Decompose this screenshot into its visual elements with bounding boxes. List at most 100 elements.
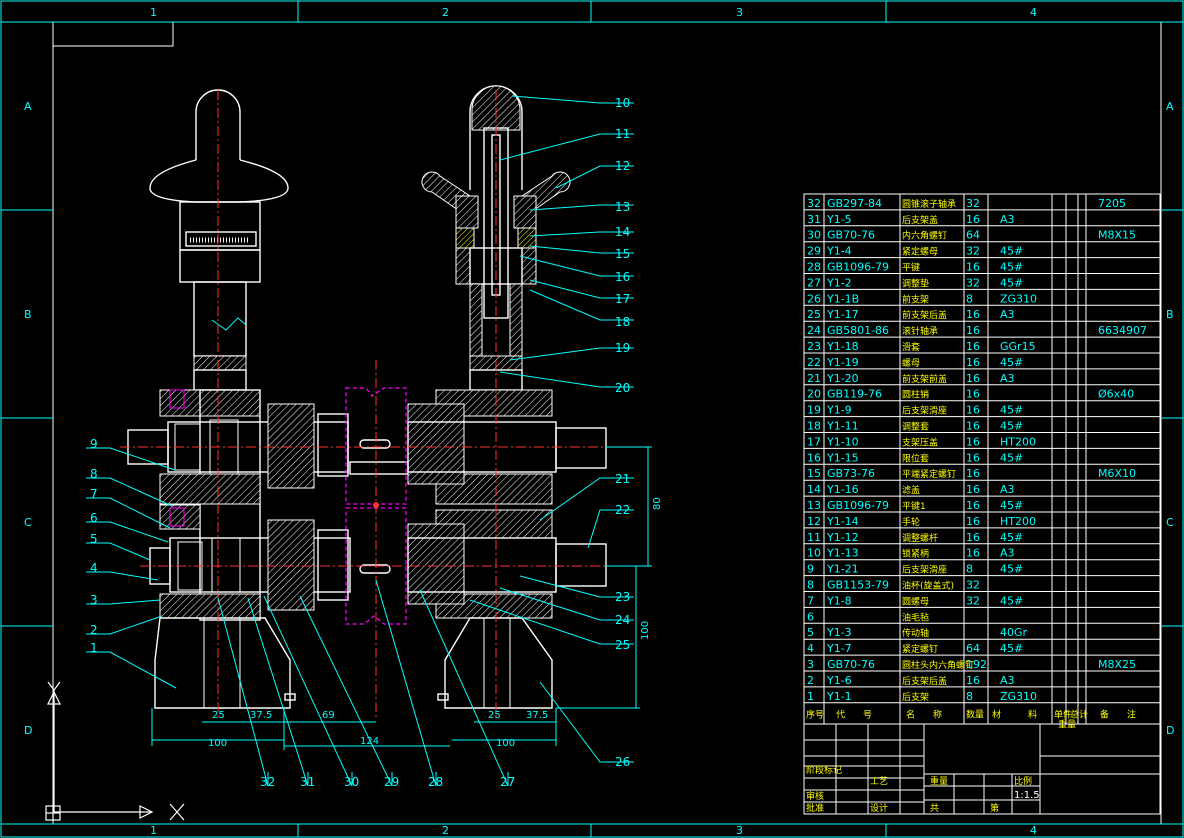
callout-5: 5 bbox=[90, 532, 98, 546]
bom-cell-no: 3 bbox=[807, 658, 814, 671]
callout-2: 2 bbox=[90, 623, 98, 637]
bom-cell-no: 28 bbox=[807, 261, 821, 274]
callouts-bottom: 32 31 30 29 28 27 bbox=[260, 775, 515, 789]
bom-cell-no: 14 bbox=[807, 483, 821, 496]
bom-cell-name: 圆锥滚子轴承 bbox=[902, 198, 956, 210]
tb-sheet-total: 共 bbox=[930, 803, 939, 814]
bom-cell-no: 12 bbox=[807, 515, 821, 528]
zone-col-1-bottom: 1 bbox=[150, 824, 157, 837]
bom-cell-qty: 16 bbox=[966, 324, 980, 337]
bom-cell-name: 滤盖 bbox=[902, 484, 920, 496]
bom-header-qty: 数量 bbox=[966, 709, 984, 721]
bom-cell-no: 7 bbox=[807, 594, 814, 607]
bom-cell-name: 内六角螺钉 bbox=[902, 230, 947, 242]
coupling bbox=[345, 387, 407, 625]
bom-cell-name: 平键 bbox=[902, 262, 920, 274]
bom-cell-code: Y1-16 bbox=[826, 483, 859, 496]
bom-cell-name: 前支架前盖 bbox=[902, 373, 947, 385]
bom-cell-qty: 8 bbox=[966, 563, 973, 576]
bom-cell-no: 29 bbox=[807, 245, 821, 258]
bom-cell-name: 圆螺母 bbox=[902, 596, 929, 607]
bom-cell-qty: 16 bbox=[966, 261, 980, 274]
bom-cell-no: 24 bbox=[807, 324, 821, 337]
callout-29: 29 bbox=[384, 775, 399, 789]
bom-cell-code: Y1-13 bbox=[826, 547, 859, 560]
bom-cell-no: 18 bbox=[807, 420, 821, 433]
bom-cell-no: 20 bbox=[807, 388, 821, 401]
bom-cell-qty: 32 bbox=[966, 197, 980, 210]
bom-cell-note: M8X15 bbox=[1098, 229, 1136, 242]
bom-cell-no: 9 bbox=[807, 563, 814, 576]
bom-header-name: 名 称 bbox=[906, 709, 942, 721]
bom-cell-qty: 192 bbox=[966, 658, 987, 671]
bom-cell-qty: 16 bbox=[966, 356, 980, 369]
bom-cell-no: 21 bbox=[807, 372, 821, 385]
bom-table-grid bbox=[803, 193, 1161, 725]
callout-1: 1 bbox=[90, 641, 98, 655]
bom-cell-code: Y1-1 bbox=[826, 690, 852, 703]
callout-31: 31 bbox=[300, 775, 315, 789]
bom-cell-mat: 45# bbox=[1000, 420, 1023, 433]
bom-cell-code: Y1-18 bbox=[826, 340, 859, 353]
bom-cell-qty: 16 bbox=[966, 674, 980, 687]
title-block-text: 阶段标记 审核 批准 工艺 重量 比例 1:1.5 共 第 设计 bbox=[806, 764, 1040, 814]
callouts-right: 10 11 12 13 14 15 16 17 18 19 20 21 22 2… bbox=[615, 96, 630, 769]
bom-cell-no: 1 bbox=[807, 690, 814, 703]
dim-vert-100: 100 bbox=[640, 621, 651, 640]
dim-right-100: 100 bbox=[496, 738, 515, 749]
bom-cell-code: Y1-14 bbox=[826, 515, 859, 528]
bom-cell-note: 7205 bbox=[1098, 197, 1126, 210]
bom-cell-code: Y1-8 bbox=[826, 594, 852, 607]
bom-cell-qty: 16 bbox=[966, 499, 980, 512]
bom-cell-name: 滚针轴承 bbox=[902, 325, 938, 337]
bom-cell-no: 19 bbox=[807, 404, 821, 417]
callout-4: 4 bbox=[90, 561, 98, 575]
dim-left-100: 100 bbox=[208, 738, 227, 749]
bom-cell-name: 圆柱头内六角螺钉 bbox=[902, 659, 974, 671]
right-assembly bbox=[349, 85, 607, 709]
bom-cell-qty: 16 bbox=[966, 388, 980, 401]
dim-left-25: 25 bbox=[212, 710, 225, 721]
bom-cell-code: GB1153-79 bbox=[827, 579, 889, 592]
tb-scale: 1:1.5 bbox=[1014, 790, 1040, 801]
bom-cell-code: Y1-21 bbox=[826, 563, 859, 576]
bom-cell-code: Y1-1B bbox=[826, 292, 859, 305]
bom-cell-no: 15 bbox=[807, 467, 821, 480]
bom-cell-mat: 45# bbox=[1000, 594, 1023, 607]
bom-cell-qty: 16 bbox=[966, 467, 980, 480]
bom-cell-name: 平键1 bbox=[902, 500, 926, 512]
bom-cell-qty: 32 bbox=[966, 594, 980, 607]
bom-cell-name: 后支架 bbox=[902, 691, 929, 703]
bom-cell-note: Ø6x40 bbox=[1098, 388, 1134, 401]
bom-cell-qty: 16 bbox=[966, 531, 980, 544]
bom-cell-mat: GGr15 bbox=[1000, 340, 1036, 353]
bom-cell-mat: 45# bbox=[1000, 276, 1023, 289]
bom-cell-name: 支架压盖 bbox=[902, 436, 938, 448]
bom-cell-qty: 64 bbox=[966, 642, 980, 655]
bom-cell-note: 6634907 bbox=[1098, 324, 1147, 337]
bom-cell-name: 后支架后盖 bbox=[902, 675, 947, 687]
bom-cell-no: 16 bbox=[807, 451, 821, 464]
bom-cell-qty: 32 bbox=[966, 276, 980, 289]
bom-cell-qty: 8 bbox=[966, 690, 973, 703]
bom-cell-qty: 16 bbox=[966, 420, 980, 433]
bom-cell-no: 6 bbox=[807, 610, 814, 623]
bom-cell-mat: 45# bbox=[1000, 499, 1023, 512]
bom-cell-name: 平端紧定螺钉 bbox=[902, 468, 956, 480]
bom-cell-code: GB70-76 bbox=[827, 658, 875, 671]
bom-cell-mat: ZG310 bbox=[1000, 292, 1037, 305]
zone-col-2-top: 2 bbox=[442, 6, 449, 19]
callout-22: 22 bbox=[615, 503, 630, 517]
bom-cell-qty: 16 bbox=[966, 404, 980, 417]
callout-30: 30 bbox=[344, 775, 359, 789]
bom-cell-name: 圆柱销 bbox=[902, 389, 929, 401]
bom-cell-qty: 32 bbox=[966, 245, 980, 258]
bom-cell-code: GB1096-79 bbox=[827, 499, 889, 512]
bom-cell-name: 限位套 bbox=[902, 452, 929, 464]
bom-cell-code: Y1-11 bbox=[826, 420, 859, 433]
bom-cell-name: 前支架 bbox=[902, 293, 929, 305]
bom-cell-name: 调整螺杆 bbox=[902, 532, 938, 544]
bom-cell-mat: 40Gr bbox=[1000, 626, 1028, 639]
bom-cell-name: 后支架滑座 bbox=[902, 405, 947, 417]
